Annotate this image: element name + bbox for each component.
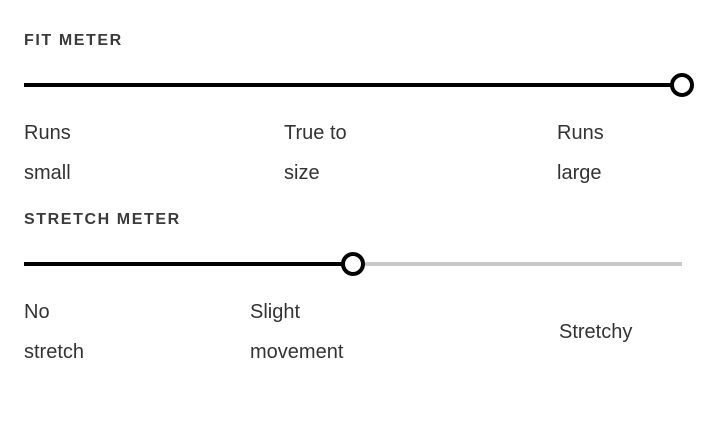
fit-meter-labels: Runs small True to size Runs large — [24, 113, 682, 184]
stretch-meter-label-stretchy: Stretchy — [559, 321, 633, 343]
fit-meter-slider-fill — [24, 83, 682, 87]
stretch-meter-label-slight-movement: Slight movement — [250, 301, 344, 363]
stretch-meter-slider-fill — [24, 262, 353, 266]
stretch-meter-block: STRETCH METER No stretch Slight movement… — [24, 210, 682, 363]
fit-meter-label-true-to-size: True to size — [284, 122, 347, 184]
fit-meter-heading: FIT METER — [24, 32, 123, 49]
stretch-meter-labels: No stretch Slight movement Stretchy — [24, 292, 682, 363]
fit-meter-label-runs-large: Runs large — [557, 122, 604, 184]
fit-meter-slider[interactable] — [24, 73, 694, 97]
fit-meter-slider-knob[interactable] — [670, 73, 694, 97]
fit-meter-label-runs-small: Runs small — [24, 122, 71, 184]
stretch-meter-slider-knob[interactable] — [341, 252, 365, 276]
stretch-meter-heading: STRETCH METER — [24, 211, 181, 228]
stretch-meter-label-no-stretch: No stretch — [24, 301, 85, 363]
stretch-meter-slider[interactable] — [24, 252, 682, 276]
fit-meter-block: FIT METER Runs small True to size Runs l… — [24, 31, 694, 184]
